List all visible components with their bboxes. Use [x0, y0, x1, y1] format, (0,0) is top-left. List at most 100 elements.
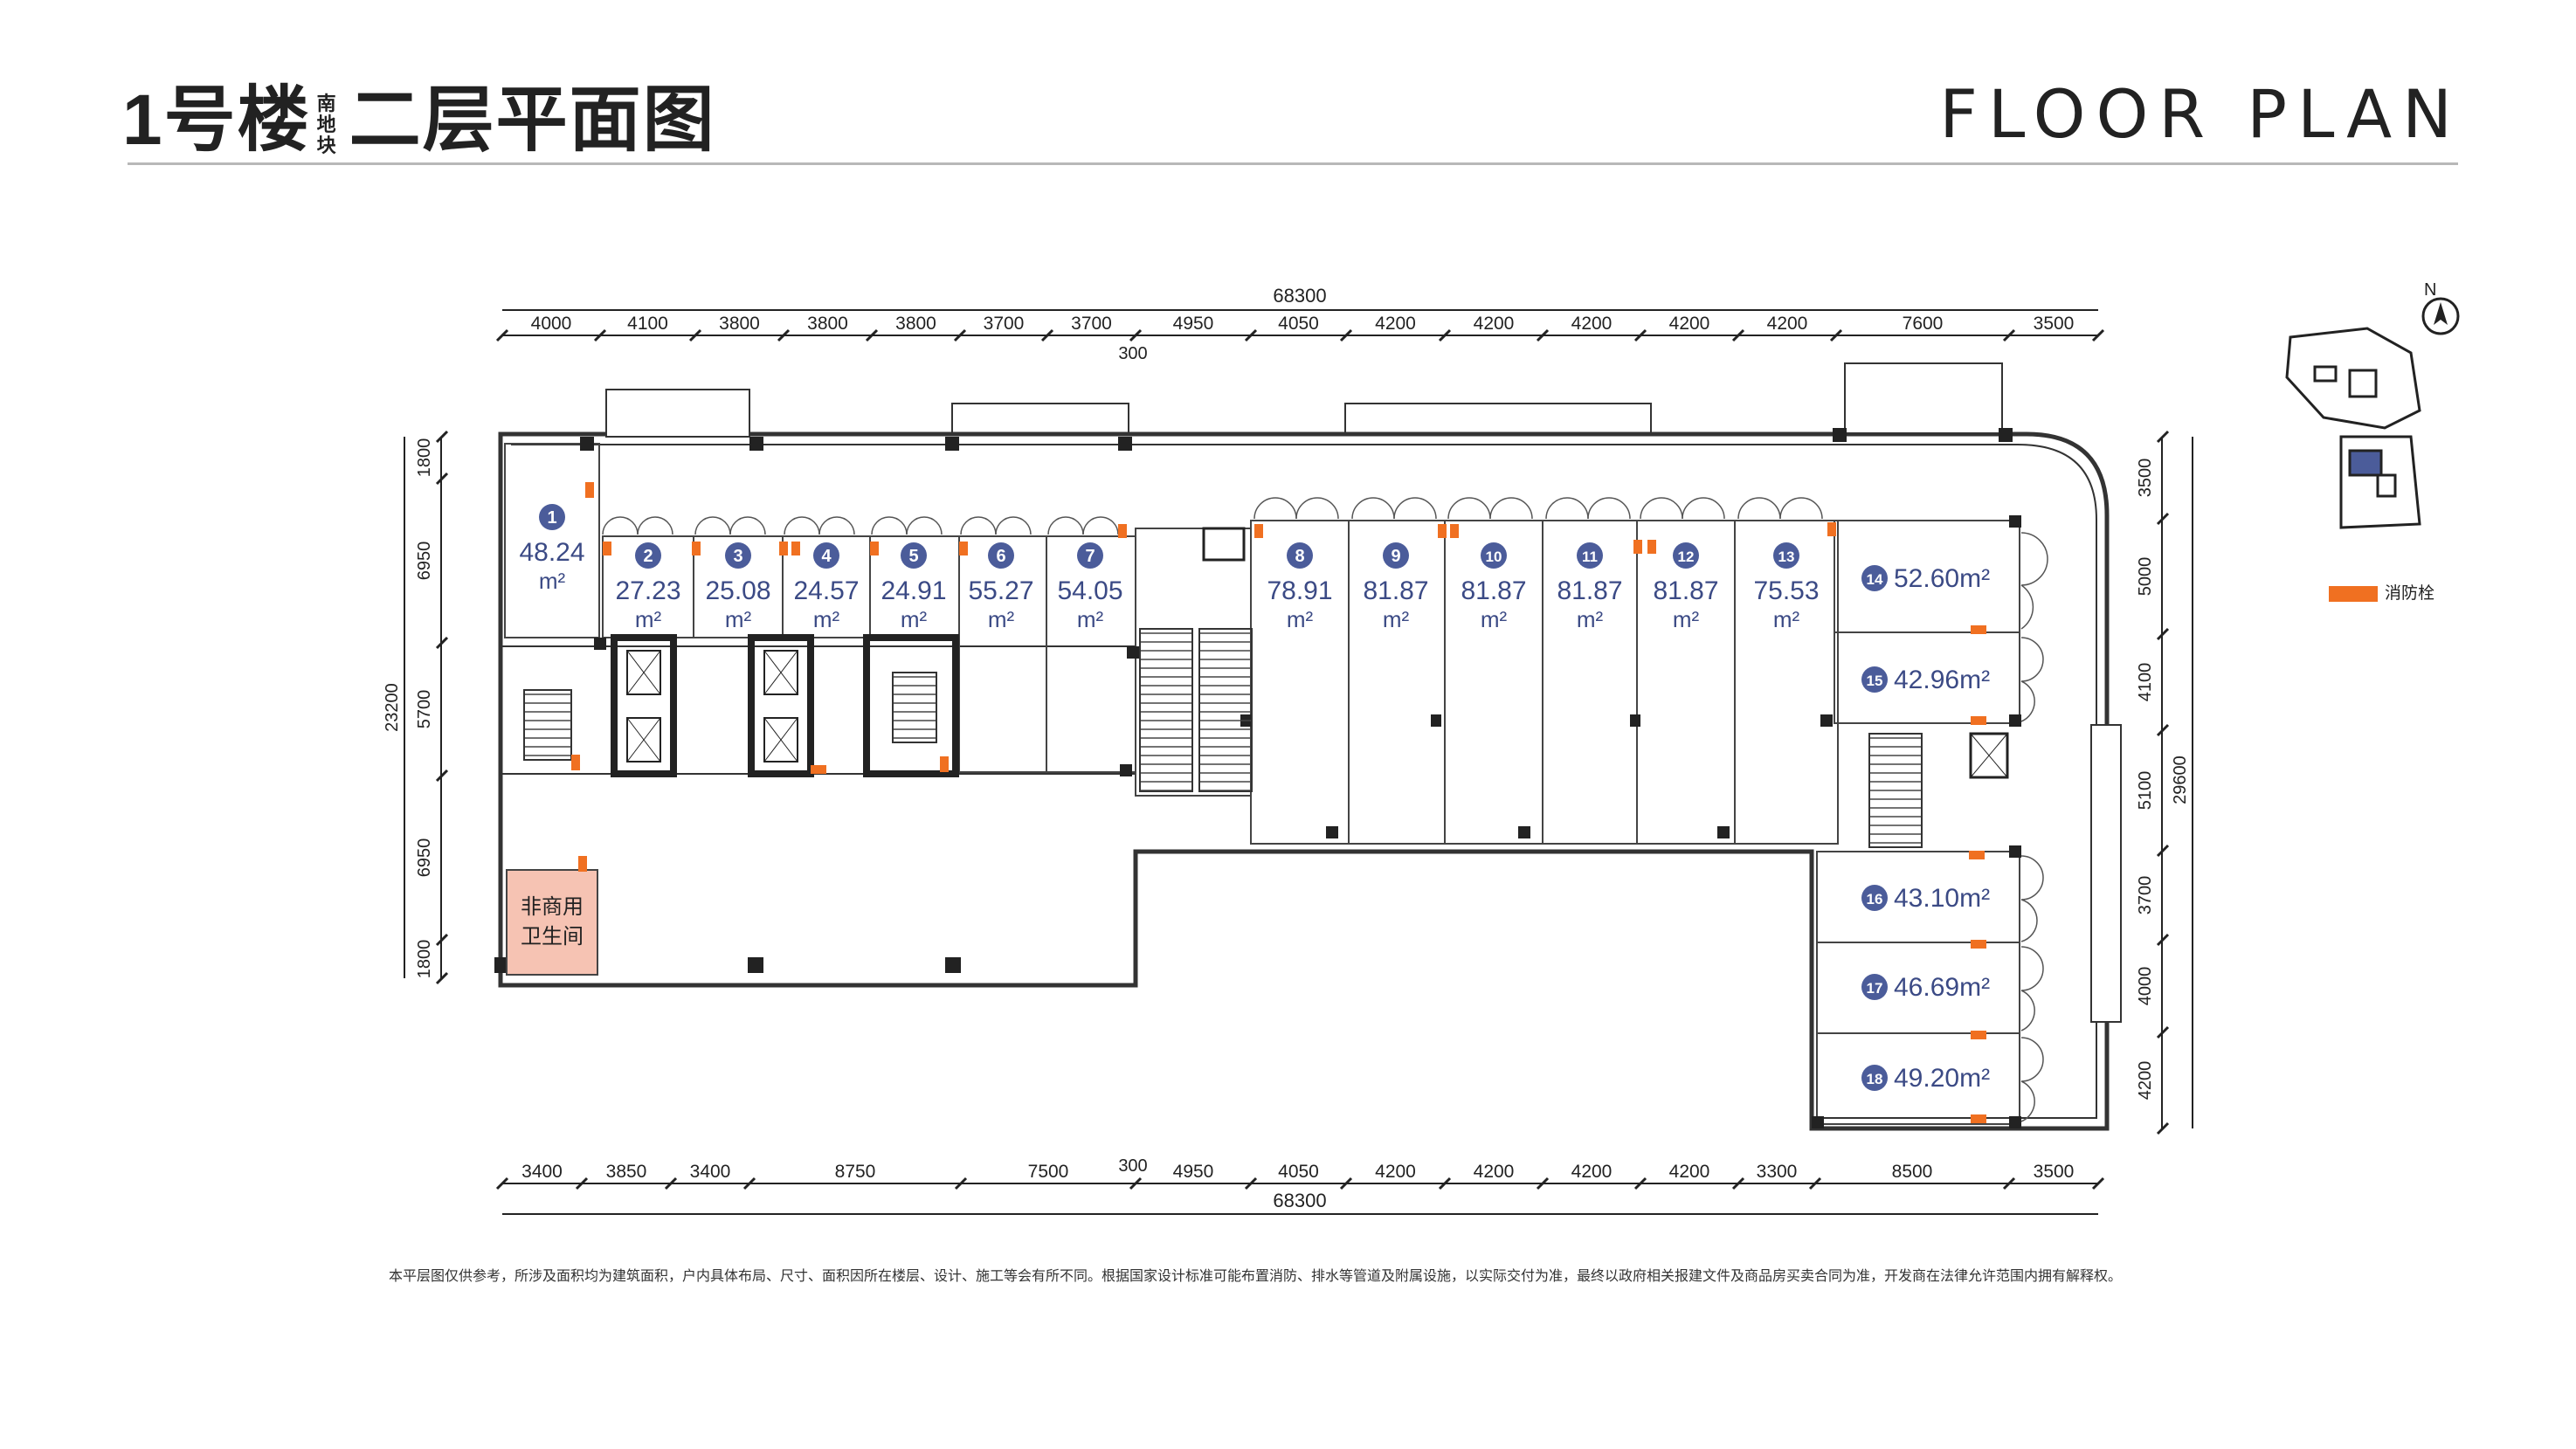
- dimension-label: 4200: [1669, 1162, 1710, 1182]
- dimension-label: 1800: [415, 940, 434, 979]
- dimension-label: 3500: [2034, 1162, 2075, 1182]
- unit-area-unit: m²: [1383, 606, 1410, 632]
- unit-area: 24.91: [881, 576, 946, 605]
- dimension-label: 5700: [415, 690, 434, 729]
- door-swings: [602, 497, 2048, 1122]
- unit-number: 4: [821, 547, 832, 566]
- unit-number: 17: [1867, 980, 1883, 997]
- unit-number: 2: [643, 547, 653, 566]
- unit-area: 81.87: [1557, 576, 1622, 605]
- dimension-label: 3700: [2136, 876, 2155, 915]
- unit-number-badge: [1861, 1065, 1888, 1091]
- dimension-tick: [435, 472, 449, 486]
- dimension-tick: [777, 328, 791, 342]
- dimension-label: 3850: [606, 1162, 647, 1182]
- building-outline: [498, 431, 2110, 1131]
- dimension-label: 4950: [1173, 1162, 1214, 1182]
- dimension-tick: [742, 1176, 756, 1190]
- dimension-tick: [435, 636, 449, 650]
- unit-area: 81.87: [1461, 576, 1526, 605]
- unit-number-badge: [539, 504, 565, 530]
- dimension-tick: [2156, 723, 2170, 737]
- dimension-left-total: 23200: [383, 683, 402, 732]
- floor-title: 二层平面图: [349, 80, 716, 160]
- unit-number: 16: [1867, 891, 1883, 907]
- unit-number: 5: [908, 547, 918, 566]
- unit-number: 1: [547, 508, 556, 528]
- dimension-tick: [2156, 430, 2170, 444]
- restroom-area: [506, 869, 598, 976]
- legend-label: 消防栓: [2385, 584, 2435, 603]
- dimension-right: [2161, 437, 2193, 1128]
- unit-labels: 148.24m²227.23m²325.08m²424.57m²524.91m²…: [519, 504, 1990, 1093]
- dimension-label: 4200: [1474, 314, 1515, 334]
- dimension-tick: [2156, 1025, 2170, 1039]
- unit-number: 13: [1778, 549, 1795, 565]
- dimension-tick: [1438, 1176, 1452, 1190]
- unit-number-badge: [1577, 542, 1603, 569]
- unit-number-badge: [635, 542, 661, 569]
- dimension-label: 4050: [1278, 1162, 1319, 1182]
- dimension-tick: [2002, 328, 2016, 342]
- unit-number-badge: [1673, 542, 1699, 569]
- top-window-1: [951, 403, 1129, 435]
- dimension-tick: [2156, 844, 2170, 858]
- unit-area-unit: m²: [725, 606, 752, 632]
- dimension-label: 4000: [2136, 967, 2155, 1006]
- dimension-label: 1800: [415, 438, 434, 478]
- dimension-tick: [1339, 328, 1353, 342]
- dimension-tick: [1633, 1176, 1647, 1190]
- dimension-tick: [1731, 328, 1745, 342]
- dimension-tick: [2002, 1176, 2016, 1190]
- unit-area: 24.57: [793, 576, 859, 605]
- unit-area: 43.10m²: [1894, 884, 1990, 913]
- unit-number-badge: [1861, 565, 1888, 591]
- unit-number: 11: [1582, 549, 1598, 565]
- east-window-strip: [2090, 724, 2122, 1023]
- unit-number-badge: [988, 542, 1014, 569]
- dimension-tick: [2156, 933, 2170, 947]
- dimension-tick: [865, 328, 879, 342]
- unit-number-badge: [1861, 666, 1888, 693]
- structural-columns: [494, 428, 2021, 1128]
- unit-area-unit: m²: [539, 568, 566, 594]
- dimension-tick: [1536, 1176, 1550, 1190]
- dimension-label: 3800: [895, 314, 936, 334]
- dimension-top: [502, 309, 2098, 336]
- unit-area-unit: m²: [1577, 606, 1604, 632]
- unit-number-badge: [725, 542, 751, 569]
- dimension-tick: [1244, 328, 1258, 342]
- dimension-tick: [953, 328, 967, 342]
- fire-hydrants: [571, 482, 1986, 1123]
- dimension-label: 7500: [1028, 1162, 1069, 1182]
- unit-area: 42.96m²: [1894, 666, 1990, 694]
- unit-number: 6: [996, 547, 1005, 566]
- unit-16: 16 43.10m²: [1861, 884, 1990, 913]
- dimension-tick: [1129, 328, 1143, 342]
- unit-number: 15: [1867, 673, 1883, 689]
- unit-number-badge: [1861, 974, 1888, 1000]
- dimension-label: 3800: [807, 314, 848, 334]
- dimension-tick: [1731, 1176, 1745, 1190]
- dimension-label: 3500: [2136, 459, 2155, 498]
- unit-area-unit: m²: [1287, 606, 1314, 632]
- unit-area-unit: m²: [1773, 606, 1800, 632]
- dimension-tick: [2156, 1121, 2170, 1135]
- dimension-tick: [1536, 328, 1550, 342]
- dimension-tick: [2156, 627, 2170, 641]
- stairs: [523, 628, 1923, 848]
- dimension-tick: [435, 971, 449, 985]
- dimension-label: 4200: [1474, 1162, 1515, 1182]
- dimension-label: 3500: [2034, 314, 2075, 334]
- dimension-tick: [1808, 1176, 1822, 1190]
- dimension-label: 6950: [415, 542, 434, 581]
